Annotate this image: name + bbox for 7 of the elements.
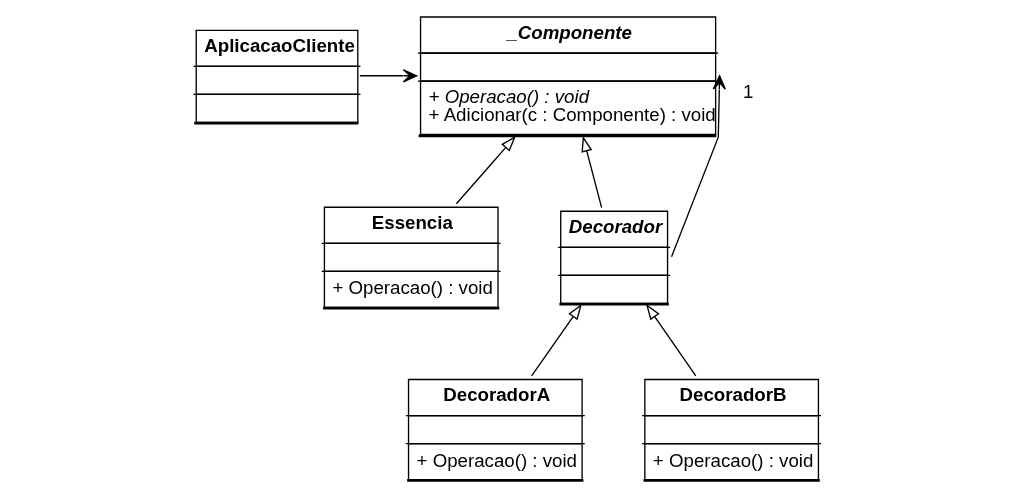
arrow: [530, 303, 582, 376]
arrow: [358, 68, 417, 82]
arrow: [455, 135, 516, 204]
arrow: [670, 74, 726, 257]
arrow: [645, 303, 696, 376]
edge-label: 1: [742, 80, 753, 102]
arrow: [580, 135, 602, 208]
